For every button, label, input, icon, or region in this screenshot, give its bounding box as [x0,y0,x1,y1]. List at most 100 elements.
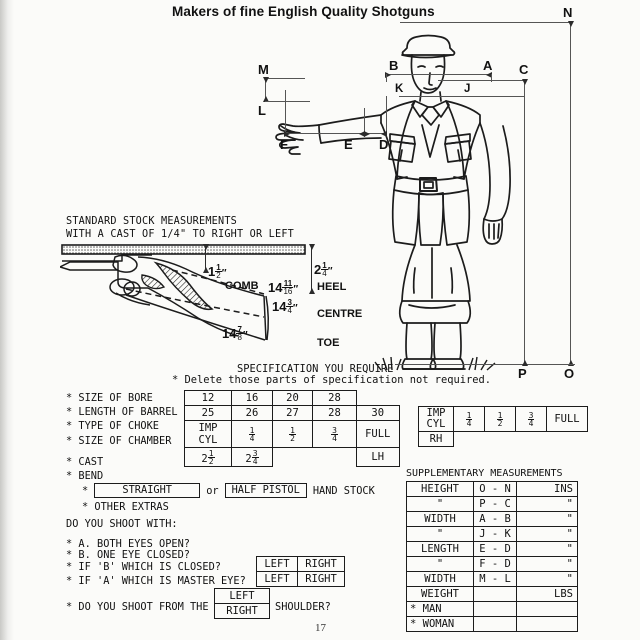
table-row[interactable]: * WOMAN [406,616,578,632]
len-centre-whole: 14 [272,299,287,314]
option-master-left[interactable]: LEFT [256,571,298,587]
supp-name-3: " [406,526,474,542]
cell-chamber-lh[interactable]: LH [356,447,400,467]
spec-extra-cast: * CAST [66,456,104,468]
supp-value-4[interactable]: " [516,541,578,557]
figure-label-C: C [519,62,529,77]
dim-tick-A [491,74,492,82]
table-row-length-of-barrel[interactable]: 25 26 27 28 30 [184,405,400,421]
supp-value-5[interactable]: " [516,556,578,572]
dim-heel-label: HEEL [317,281,347,293]
cell-barrel-28[interactable]: 28 [312,405,357,421]
cell-barrel-30[interactable]: 30 [356,405,400,421]
cell-bore-28[interactable]: 28 [312,390,357,406]
cell-barrel-27[interactable]: 27 [272,405,313,421]
other-extras-label: * OTHER EXTRAS [82,501,169,513]
dim-ext-E [364,108,365,133]
page-title: Makers of fine English Quality Shotguns [172,4,435,19]
dim-toe-label: TOE [317,337,340,349]
option-master-right[interactable]: RIGHT [297,571,345,587]
table-row[interactable]: WIDTH M - L " [406,571,578,587]
option-closed-right[interactable]: RIGHT [297,556,345,572]
table-row[interactable]: LEFT RIGHT [256,556,345,572]
table-row[interactable]: WEIGHT LBS [406,586,578,602]
dim-line-c-horizontal [438,80,525,81]
table-row[interactable]: LEFT [214,588,270,604]
supplementary-measurements-table[interactable]: HEIGHT O - N INS " P - C " WIDTH A - B "… [406,481,578,632]
supp-value-8[interactable] [516,601,578,617]
supp-value-2[interactable]: " [516,511,578,527]
option-shoulder-left[interactable]: LEFT [214,588,270,604]
table-row-size-of-bore[interactable]: 12 16 20 28 [184,390,400,406]
figure-label-M: M [258,62,269,77]
option-shoulder-right[interactable]: RIGHT [214,603,270,619]
choke-cell-impcyl[interactable]: IMP CYL [418,406,454,432]
straight-stock-option[interactable]: STRAIGHT [94,483,201,498]
eye-closed-options-table[interactable]: LEFT RIGHT LEFT RIGHT [256,556,345,587]
cell-bore-12[interactable]: 12 [184,390,232,406]
table-row[interactable]: " F - D " [406,556,578,572]
supp-name-8[interactable]: * MAN [406,601,474,617]
cell-choke-full[interactable]: FULL [356,420,400,448]
supp-value-6[interactable]: " [516,571,578,587]
figure-label-A: A [483,58,493,73]
figure-label-D: D [379,137,389,152]
choke-cell-full[interactable]: FULL [546,406,588,432]
shoulder-question-suffix: SHOULDER? [275,601,331,613]
spec-row-label-2: * TYPE OF CHOKE [66,420,159,433]
shoulder-options-table[interactable]: LEFT RIGHT [214,588,270,619]
table-row[interactable]: LEFT RIGHT [256,571,345,587]
half-pistol-stock-option[interactable]: HALF PISTOL [224,483,307,498]
cell-barrel-25[interactable]: 25 [184,405,232,421]
dim-heel-drop-line [308,244,315,294]
dim-line-N-O [567,21,574,366]
table-row[interactable]: " J - K " [406,526,578,542]
table-row[interactable]: " P - C " [406,496,578,512]
supp-value-7[interactable]: LBS [516,586,578,602]
spec-subheading: * Delete those parts of specification no… [172,374,492,386]
table-row[interactable]: RIGHT [214,603,270,619]
choke-cell-rh[interactable]: RH [418,431,454,447]
table-row[interactable]: RH [418,431,588,447]
supp-value-9[interactable] [516,616,578,632]
supp-name-4: LENGTH [406,541,474,557]
supp-name-7: WEIGHT [406,586,474,602]
supp-name-9[interactable]: * WOMAN [406,616,474,632]
table-row[interactable]: * MAN [406,601,578,617]
dim-tick-B [386,74,387,82]
stock-heading-line1: STANDARD STOCK MEASUREMENTS [66,216,238,227]
option-closed-left[interactable]: LEFT [256,556,298,572]
cell-barrel-26[interactable]: 26 [231,405,273,421]
dim-centre-label: CENTRE [317,308,363,320]
question-a-master-eye: * IF 'A' WHICH IS MASTER EYE? [66,575,246,587]
cell-choke-impcyl[interactable]: IMP CYL [184,420,232,448]
table-row[interactable]: HEIGHT O - N INS [406,481,578,497]
cell-chamber-empty-1 [273,448,313,467]
cell-bore-16[interactable]: 16 [231,390,273,406]
table-row[interactable]: WIDTH A - B " [406,511,578,527]
table-row[interactable]: LENGTH E - D " [406,541,578,557]
spec-row-label-0: * SIZE OF BORE [66,392,153,404]
supp-value-1[interactable]: " [516,496,578,512]
cell-bore-20[interactable]: 20 [272,390,313,406]
supp-value-0[interactable]: INS [516,481,578,497]
supp-value-3[interactable]: " [516,526,578,542]
